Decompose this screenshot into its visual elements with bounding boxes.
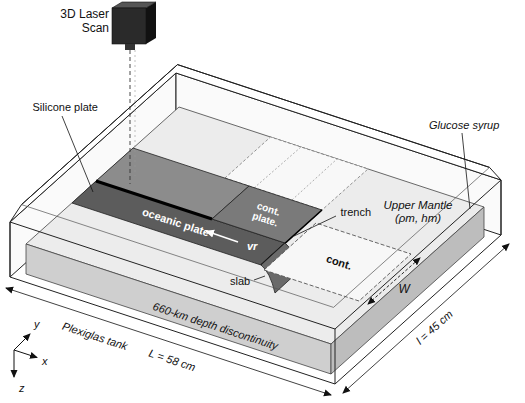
axis-label: z	[19, 382, 25, 395]
velocity-arrow	[206, 231, 238, 242]
dimension-label: l = 45 cm	[413, 307, 455, 346]
axis-label: y	[34, 318, 40, 331]
tank-front-walls	[10, 167, 501, 384]
syrup-block	[26, 107, 484, 374]
node-text: cont. plate.	[246, 198, 287, 230]
overriding-continent	[264, 223, 411, 301]
leader-line	[62, 116, 93, 192]
device-label: 3D Laser Scan	[47, 8, 109, 36]
width-dimension	[368, 258, 420, 304]
boundary-label: 660-km depth discontinuity	[151, 300, 279, 352]
part-label: slab	[230, 275, 250, 288]
dimension-label: L = 58 cm	[147, 346, 197, 373]
axes	[14, 334, 37, 377]
part-label: Silicone plate	[33, 101, 98, 114]
width-dimension-tank	[343, 244, 509, 393]
tank-label: Plexiglas tank	[61, 319, 129, 352]
layer-label: Upper Mantle (ρm, hm)	[378, 199, 458, 225]
leader-line	[294, 216, 336, 236]
material-label: Glucose syrup	[429, 119, 499, 132]
plate-label: oceanic plate	[141, 206, 211, 239]
plate-label: cont. plate.	[246, 198, 287, 230]
continent-label: cont.	[325, 252, 354, 272]
laser-scanner	[112, 2, 156, 184]
part-label: trench	[339, 206, 374, 219]
velocity-label: vr	[247, 240, 257, 253]
axis-label: x	[42, 355, 48, 368]
length-dimension	[6, 288, 331, 395]
leader-line	[254, 276, 265, 280]
node-text: oceanic plate	[141, 206, 211, 239]
dimension-label: W	[399, 283, 410, 297]
node-text: cont.	[325, 252, 354, 272]
leader-line	[462, 133, 470, 209]
